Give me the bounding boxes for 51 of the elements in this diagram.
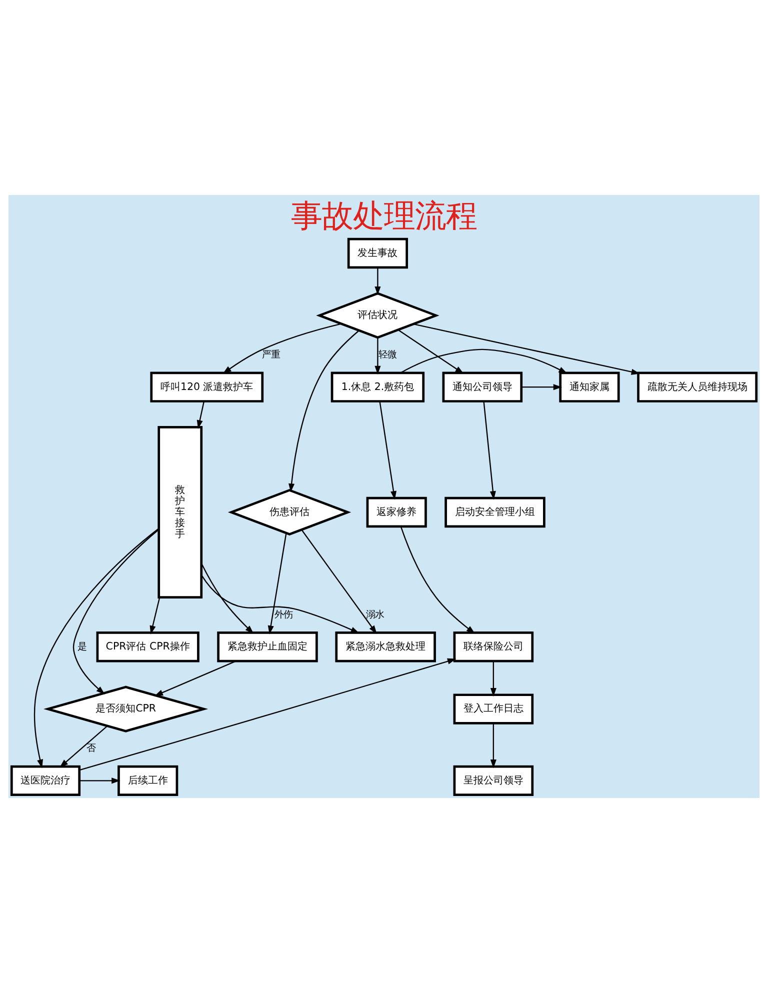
arrow: [490, 661, 496, 697]
node-box: CPR评估 CPR操作: [96, 632, 200, 662]
arrow: [72, 529, 160, 694]
node-box: 紧急救护止血固定: [217, 632, 318, 662]
arrow: [374, 338, 381, 375]
arrow: [413, 323, 640, 375]
arrow: [200, 562, 254, 634]
arrow: [222, 323, 342, 374]
arrow: [268, 533, 287, 634]
arrow: [490, 723, 496, 768]
node-box: 紧急溺水急救处理: [335, 632, 436, 662]
edge-label: 否: [86, 743, 96, 754]
arrow: [522, 384, 562, 390]
node-box: 疏散无关人员维持现场: [637, 372, 758, 402]
edge-label: 溺水: [366, 609, 384, 620]
node-diamond: 评估状况: [316, 292, 440, 339]
arrow: [79, 778, 120, 784]
arrow: [379, 401, 396, 500]
node-box: 返家修养: [366, 496, 427, 528]
node-box: 后续工作: [118, 765, 178, 796]
node-box: 发生事故: [347, 238, 408, 269]
edge-label: 外伤: [274, 609, 293, 620]
arrow: [398, 329, 464, 374]
arrow: [301, 530, 377, 634]
edge-label: 严重: [262, 350, 280, 361]
edge-label: 是: [78, 641, 87, 652]
arrow: [196, 401, 205, 429]
arrow: [150, 597, 160, 634]
arrow: [200, 574, 360, 634]
arrow: [400, 526, 476, 634]
arrow: [60, 725, 108, 768]
arrow: [79, 658, 456, 771]
node-box: 联络保险公司: [453, 632, 534, 662]
arrow: [374, 268, 381, 296]
node-box: 通知家属: [559, 372, 620, 402]
arrow: [483, 401, 496, 500]
node-box: 救护车接手: [158, 426, 203, 598]
arrow: [154, 660, 236, 696]
node-box: 通知公司领导: [442, 372, 523, 402]
edge-label: 轻微: [378, 350, 397, 361]
diagram-title: 事故处理流程: [291, 198, 477, 234]
arrow: [288, 330, 360, 492]
arrow: [400, 348, 568, 374]
node-box: 1.休息 2.敷药包: [330, 372, 425, 402]
node-box: 登入工作日志: [453, 694, 534, 724]
node-box: 启动安全管理小组: [444, 496, 546, 528]
node-box: 呼叫120 派遣救护车: [150, 372, 264, 402]
arrow: [34, 528, 160, 768]
node-box: 呈报公司领导: [453, 765, 534, 796]
node-diamond: 伤患评估: [228, 488, 352, 536]
node-box: 送医院治疗: [10, 765, 81, 796]
